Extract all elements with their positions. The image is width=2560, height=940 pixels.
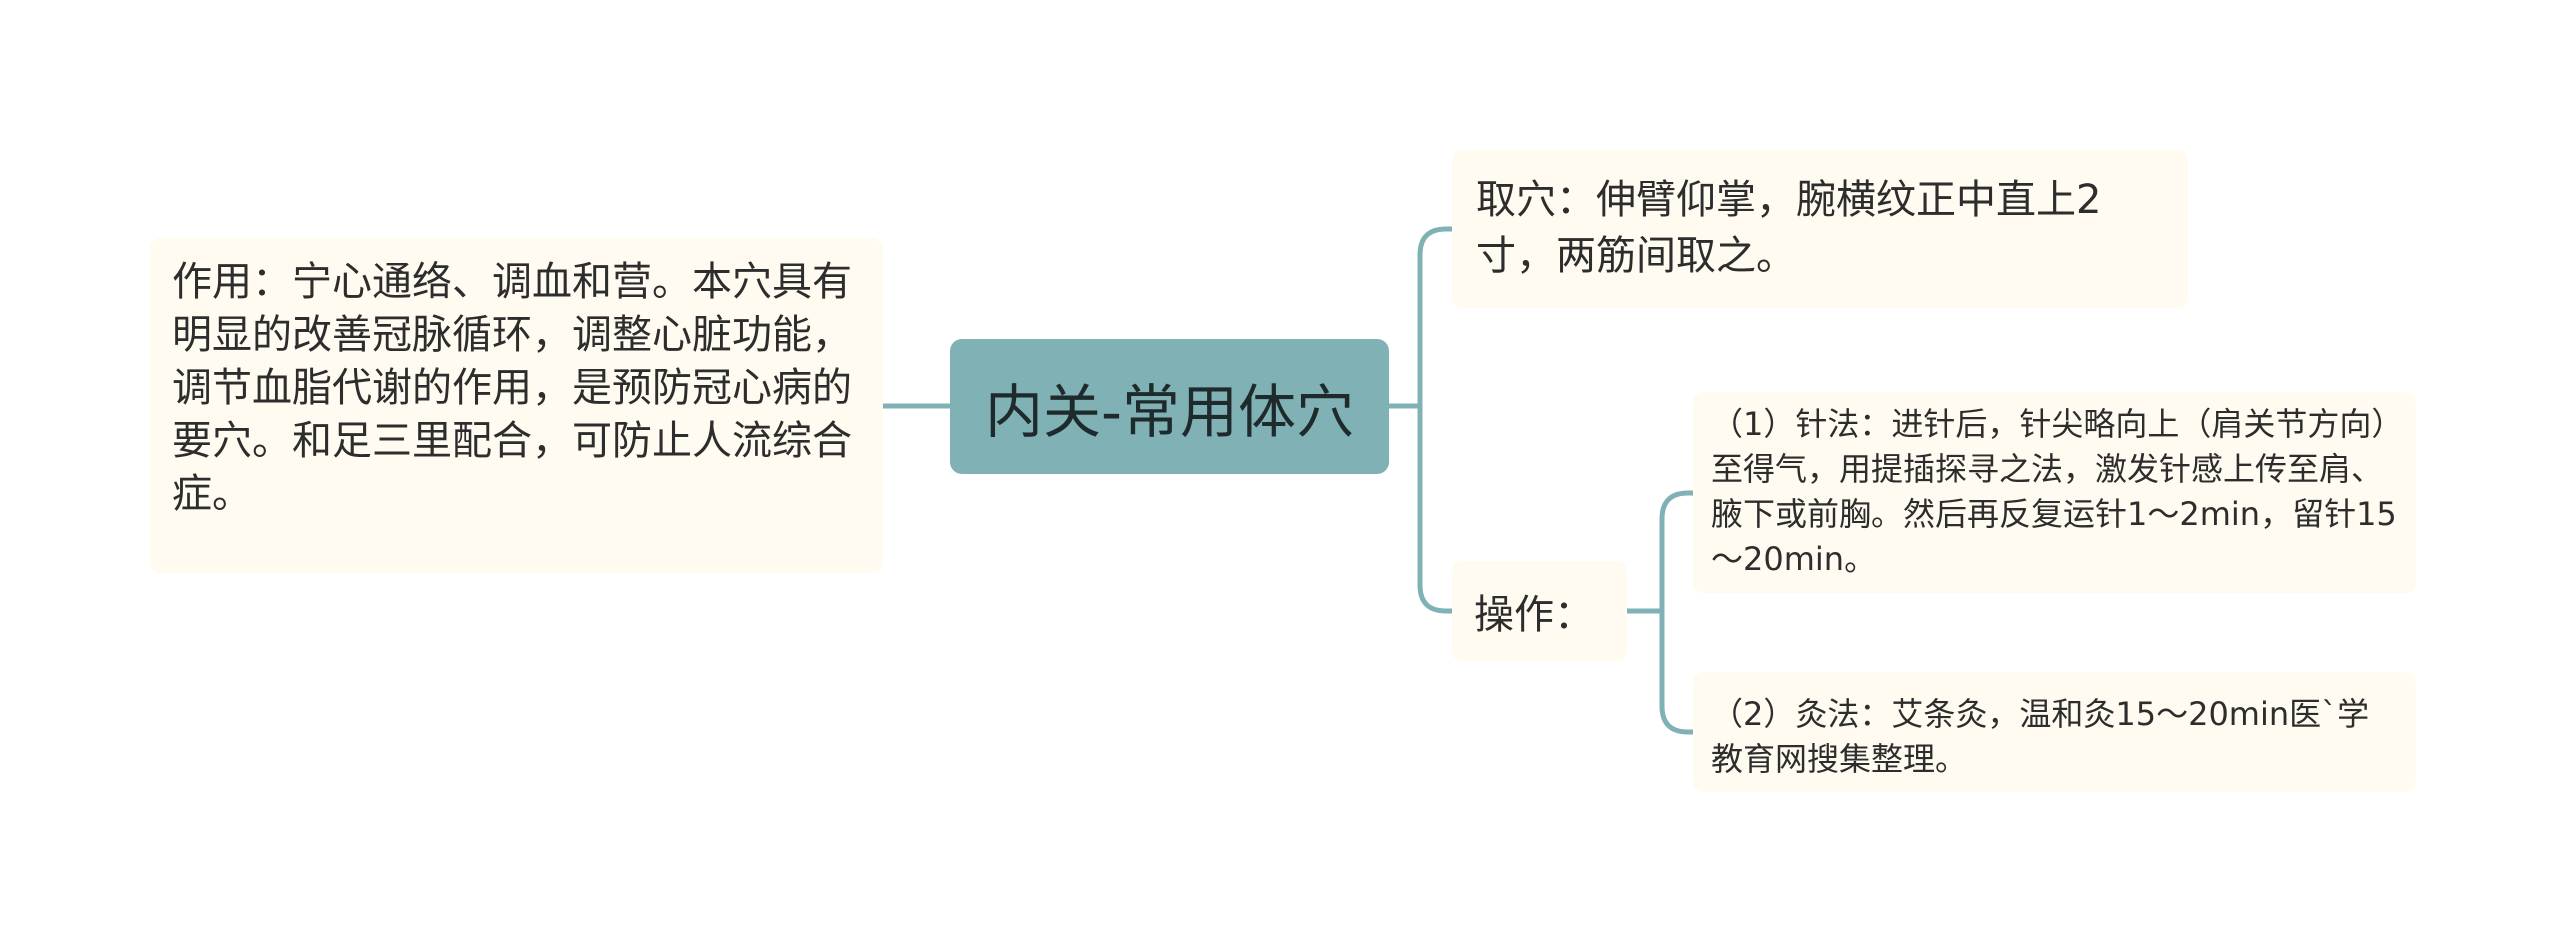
topic-node-qu-xue-text: 取穴：伸臂仰掌，腕横纹正中直上2寸，两筋间取之。 bbox=[1476, 177, 2102, 279]
subtopic-node-zhen-fa-text: （1）针法：进针后，针尖略向上（肩关节方向）至得气，用提插探寻之法，激发针感上传… bbox=[1711, 405, 2397, 578]
subtopic-node-jiu-fa[interactable]: （2）灸法：艾条灸，温和灸15～20min医`学教育网搜集整理。 bbox=[1693, 672, 2416, 792]
topic-node-zuo-yong[interactable]: 作用：宁心通络、调血和营。本穴具有明显的改善冠脉循环，调整心脏功能，调节血脂代谢… bbox=[150, 238, 883, 573]
topic-node-cao-zuo[interactable]: 操作： bbox=[1452, 561, 1627, 661]
topic-node-zuo-yong-text: 作用：宁心通络、调血和营。本穴具有明显的改善冠脉循环，调整心脏功能，调节血脂代谢… bbox=[172, 259, 852, 517]
subtopic-node-jiu-fa-text: （2）灸法：艾条灸，温和灸15～20min医`学教育网搜集整理。 bbox=[1711, 695, 2370, 778]
center-node[interactable]: 内关-常用体穴 bbox=[950, 339, 1389, 474]
connector-to-qu-xue bbox=[1417, 226, 1455, 409]
topic-node-qu-xue[interactable]: 取穴：伸臂仰掌，腕横纹正中直上2寸，两筋间取之。 bbox=[1452, 150, 2188, 308]
connector-to-jiu-fa bbox=[1659, 608, 1696, 735]
topic-node-cao-zuo-text: 操作： bbox=[1474, 592, 1594, 638]
center-node-label: 内关-常用体穴 bbox=[985, 377, 1354, 446]
connector-to-cao-zuo bbox=[1417, 403, 1455, 614]
subtopic-node-zhen-fa[interactable]: （1）针法：进针后，针尖略向上（肩关节方向）至得气，用提插探寻之法，激发针感上传… bbox=[1693, 392, 2416, 593]
connector-to-zhen-fa bbox=[1659, 490, 1696, 614]
